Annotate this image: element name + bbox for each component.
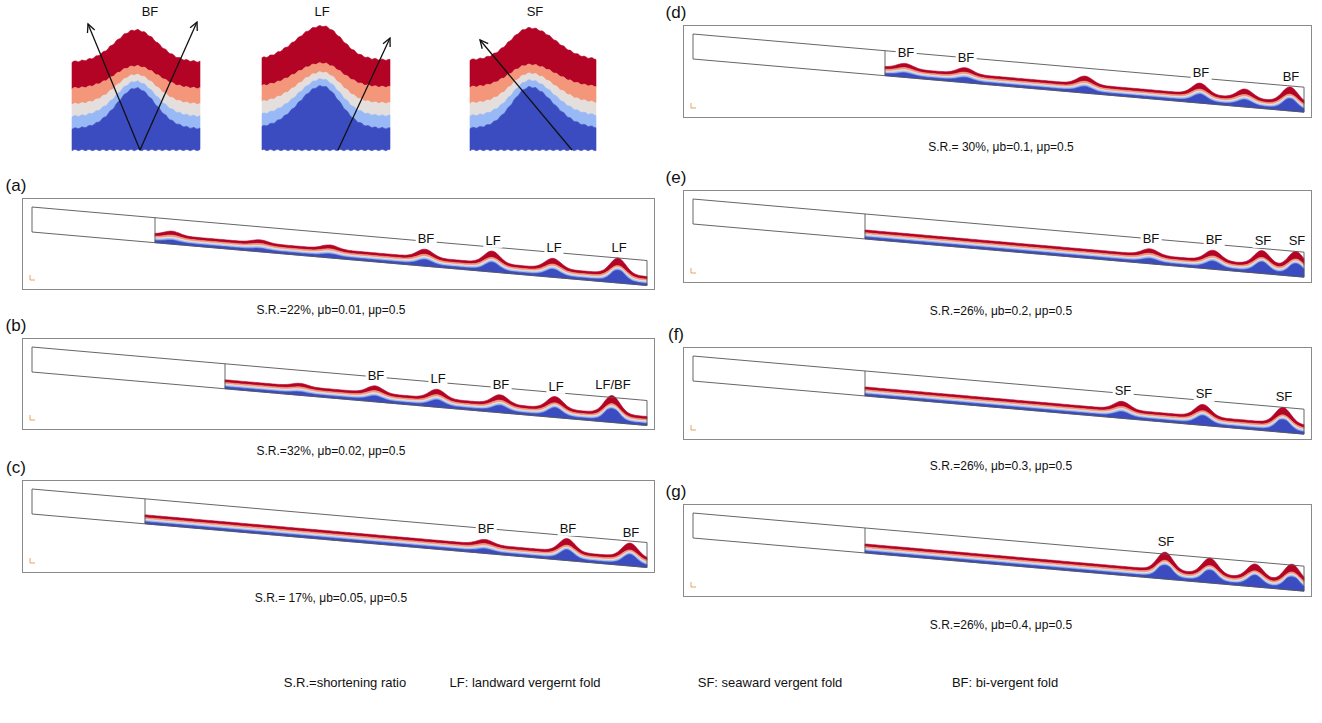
panel-caption: S.R.=26%, μb=0.3, μp=0.5 bbox=[930, 460, 1072, 473]
fold-type-label: BF bbox=[1141, 232, 1162, 246]
fold-axis-line bbox=[140, 22, 197, 150]
model-domain-outline bbox=[865, 214, 866, 239]
fold-type-label: LF/BF bbox=[593, 378, 632, 392]
sediment-layer bbox=[865, 391, 1304, 430]
fold-type-label: BF bbox=[1204, 233, 1225, 247]
axis-marker bbox=[30, 415, 35, 420]
fold-type-label: LF bbox=[609, 241, 628, 255]
panel-caption: S.R.= 17%, μb=0.05, μp=0.5 bbox=[255, 592, 407, 605]
panel-letter: (c) bbox=[6, 459, 26, 478]
model-domain-outline bbox=[32, 489, 647, 568]
panel-letter: (d) bbox=[666, 4, 687, 23]
model-domain-outline bbox=[865, 528, 866, 553]
fold-type-label: BF bbox=[1191, 66, 1212, 80]
panel-caption: S.R.=26%, μb=0.4, μp=0.5 bbox=[930, 619, 1072, 632]
fold-axis-line bbox=[338, 38, 390, 150]
sediment-layer bbox=[865, 550, 1304, 587]
fold-axis-line bbox=[88, 24, 140, 150]
sediment-layer bbox=[470, 87, 596, 151]
axis-marker bbox=[691, 582, 696, 587]
axis-marker bbox=[30, 275, 35, 280]
model-domain-outline bbox=[693, 34, 1304, 112]
fold-type-label: BF bbox=[1281, 70, 1302, 84]
fold-type-label: BF bbox=[896, 46, 917, 60]
sediment-layer bbox=[865, 234, 1304, 270]
model-panel: (g)SFS.R.=26%, μb=0.4, μp=0.5 bbox=[683, 504, 1312, 597]
axis-arrowhead bbox=[190, 22, 197, 31]
sediment-layer bbox=[155, 231, 647, 279]
axis-arrowhead bbox=[87, 24, 94, 33]
fold-type-label: SF bbox=[1113, 384, 1134, 398]
model-panel: (f)SFSFSFS.R.=26%, μb=0.3, μp=0.5 bbox=[683, 347, 1312, 440]
fold-type-label: SF bbox=[527, 5, 544, 19]
model-domain-outline bbox=[693, 513, 1304, 591]
model-panel: (b)BFLFBFLFLF/BFS.R.=32%, μb=0.02, μp=0.… bbox=[22, 338, 655, 430]
model-panel: (d)BFBFBFBFS.R.= 30%, μb=0.1, μp=0.5 bbox=[683, 25, 1312, 118]
legend-note: S.R.=shortening ratio bbox=[284, 676, 406, 690]
axis-arrowhead bbox=[383, 38, 390, 47]
fold-type-label: LF bbox=[428, 372, 447, 386]
fold-axis-line bbox=[480, 40, 572, 150]
sediment-layer bbox=[865, 548, 1304, 585]
fold-type-label: LF bbox=[546, 379, 565, 393]
sediment-layer bbox=[865, 233, 1304, 269]
model-domain-outline bbox=[145, 499, 146, 524]
model-domain-outline bbox=[32, 347, 647, 426]
panel-letter: (e) bbox=[666, 169, 687, 188]
axis-marker bbox=[30, 558, 35, 563]
model-domain-outline bbox=[693, 356, 1304, 434]
model-domain-outline bbox=[32, 207, 647, 286]
legend-note: BF: bi-vergent fold bbox=[952, 676, 1058, 690]
model-panel: (e)BFBFSFSFS.R.=26%, μb=0.2, μp=0.5 bbox=[683, 190, 1312, 283]
model-domain-outline bbox=[885, 51, 886, 76]
fold-type-label: LF bbox=[544, 241, 563, 255]
model-domain-outline bbox=[865, 371, 866, 396]
model-domain-outline bbox=[155, 218, 156, 243]
model-panel: (a)BFLFLFLFS.R.=22%, μb=0.01, μp=0.5 bbox=[22, 198, 655, 290]
panel-caption: S.R.=26%, μb=0.2, μp=0.5 bbox=[930, 305, 1072, 318]
model-domain-outline bbox=[225, 364, 226, 389]
panel-letter: (a) bbox=[6, 177, 27, 196]
fold-type-label: SF bbox=[1274, 390, 1295, 404]
fold-type-label: LF bbox=[314, 5, 329, 19]
sediment-layer bbox=[865, 230, 1304, 267]
sediment-layer bbox=[865, 544, 1304, 581]
axis-marker bbox=[691, 268, 696, 273]
sediment-layer bbox=[865, 393, 1304, 432]
sediment-layer bbox=[865, 236, 1304, 272]
panel-caption: S.R.=32%, μb=0.02, μp=0.5 bbox=[257, 445, 406, 458]
fold-type-label: BF bbox=[476, 522, 497, 536]
panel-caption: S.R.= 30%, μb=0.1, μp=0.5 bbox=[928, 141, 1074, 154]
panel-caption: S.R.=22%, μb=0.01, μp=0.5 bbox=[257, 304, 406, 317]
axis-marker bbox=[691, 103, 696, 108]
model-panel: (c)BFBFBFS.R.= 17%, μb=0.05, μp=0.5 bbox=[22, 480, 655, 573]
axis-arrowhead bbox=[480, 40, 488, 49]
fold-type-label: BF bbox=[416, 232, 437, 246]
fold-type-label: LF bbox=[483, 234, 502, 248]
fold-type-label: SF bbox=[1194, 387, 1215, 401]
fold-type-label: BF bbox=[142, 5, 159, 19]
sediment-layer bbox=[865, 387, 1304, 428]
axis-marker bbox=[691, 425, 696, 430]
fold-type-label: BF bbox=[621, 526, 642, 540]
legend-note: LF: landward vergernt fold bbox=[449, 676, 600, 690]
fold-type-label: BF bbox=[366, 369, 387, 383]
panel-letter: (f) bbox=[668, 326, 684, 345]
fold-type-label: BF bbox=[558, 521, 579, 535]
fold-type-label: BF bbox=[956, 51, 977, 65]
sediment-layer bbox=[262, 86, 390, 151]
fold-type-label: BF bbox=[491, 378, 512, 392]
fold-type-label: SF bbox=[1156, 535, 1177, 549]
sediment-layer bbox=[865, 547, 1304, 584]
legend-note: SF: seaward vergent fold bbox=[698, 676, 843, 690]
fold-type-label: SF bbox=[1287, 234, 1308, 248]
model-domain-outline bbox=[693, 199, 1304, 277]
sediment-layer bbox=[865, 390, 1304, 430]
fold-type-label: SF bbox=[1253, 233, 1274, 247]
panel-letter: (g) bbox=[666, 483, 687, 502]
panel-letter: (b) bbox=[6, 317, 27, 336]
